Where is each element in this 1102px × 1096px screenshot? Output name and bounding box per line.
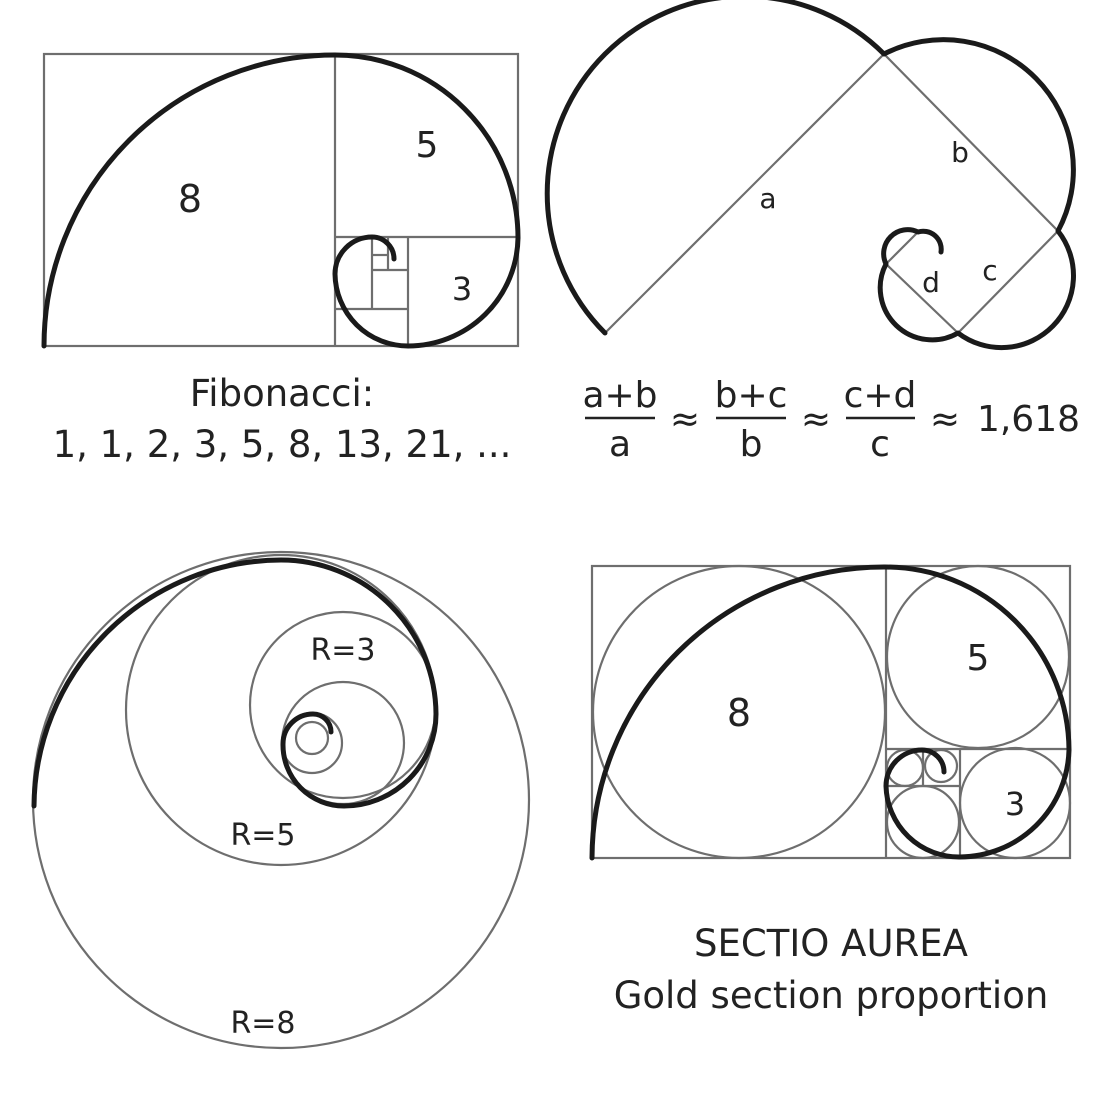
golden-grid [590,564,1072,860]
golden-spiral [589,564,1072,861]
fibonacci-caption-title: Fibonacci: [190,372,375,415]
circle-r8 [31,550,531,1050]
circles-panel: R=3 R=5 R=8 [31,550,531,1050]
ratio-chords [604,53,1059,334]
radius-label-r3: R=3 [310,633,375,668]
radius-label-r8: R=8 [230,1006,295,1041]
side-label-b: b [951,136,969,169]
fraction-3-denominator: c [870,424,890,465]
square-label-5: 5 [416,125,439,166]
fraction-2-denominator: b [740,424,763,465]
ratio-formula: a+b a ≈ b+c b ≈ c+d c ≈ 1,618 [582,375,1080,465]
ratio-panel: a b c d a+b a ≈ b+c b ≈ c+d c ≈ 1,618 [544,0,1080,465]
golden-caption-subtitle: Gold section proportion [614,974,1049,1017]
square-label-3: 3 [452,270,472,308]
side-label-a: a [759,182,776,215]
fibonacci-spiral [41,52,521,349]
circles-spiral [31,557,439,809]
fibonacci-panel: 8 5 3 Fibonacci: 1, 1, 2, 3, 5, 8, 13, 2… [41,52,521,466]
fibonacci-grid [42,52,520,348]
circle-r1b [294,720,330,756]
approx-symbol-3: ≈ [930,399,960,440]
golden-panel: 8 5 3 SECTIO AUREA Gold section proporti… [589,564,1072,1017]
side-label-c: c [982,254,997,287]
side-label-d: d [922,266,940,299]
golden-ratio-value: 1,618 [977,399,1080,440]
fraction-3-numerator: c+d [844,375,917,416]
fraction-1-denominator: a [609,424,631,465]
fraction-2-numerator: b+c [715,375,788,416]
approx-symbol-2: ≈ [801,399,831,440]
fraction-1-numerator: a+b [582,375,657,416]
golden-square-label-8: 8 [727,691,751,735]
radius-label-r5: R=5 [230,818,295,853]
golden-square-label-3: 3 [1005,785,1025,823]
ratio-spiral [544,0,1076,351]
square-label-8: 8 [178,177,202,221]
approx-symbol-1: ≈ [670,399,700,440]
golden-square-label-5: 5 [967,638,990,679]
fibonacci-sequence: 1, 1, 2, 3, 5, 8, 13, 21, ... [53,423,512,466]
golden-caption-title: SECTIO AUREA [694,922,968,965]
